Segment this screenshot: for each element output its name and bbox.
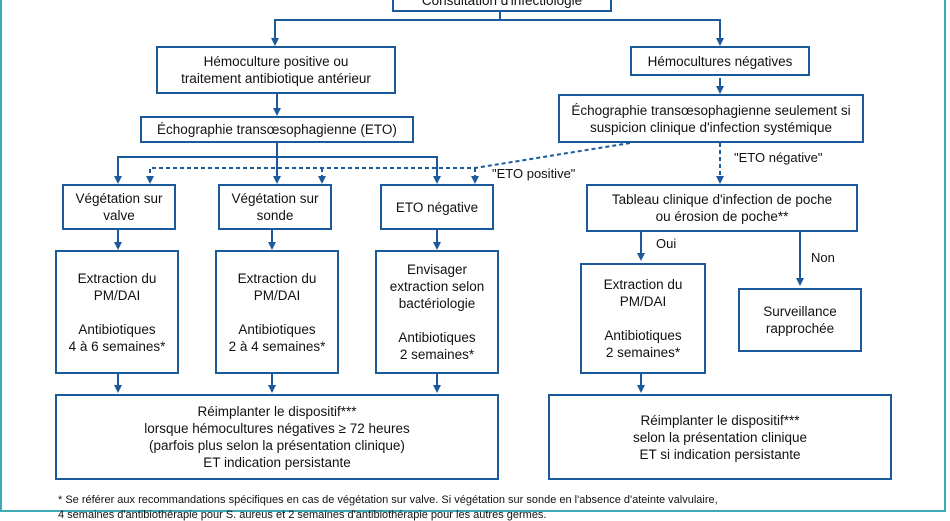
hemoculture-positive-label: Hémoculture positive ou traitement antib…: [181, 54, 371, 86]
footnote-line-1: * Se référer aux recommandations spécifi…: [58, 494, 718, 506]
reimplant-right-label: Réimplanter le dispositif*** selon la pr…: [632, 412, 808, 462]
extraction-poche-box: Extraction du PM/DAI Antibiotiques 2 sem…: [580, 263, 706, 374]
eto-negative-label: "ETO négative": [734, 150, 823, 165]
reimplant-left-label: Réimplanter le dispositif*** lorsque hém…: [144, 404, 410, 470]
hemocultures-negatives-label: Hémocultures négatives: [647, 53, 793, 69]
infection-poche-box: Tableau clinique d'infection de poche ou…: [586, 184, 858, 232]
eto-positive-label: "ETO positive": [492, 166, 576, 181]
consultation-box: Consultation d'infectiologie: [392, 0, 612, 12]
reimplant-right-box: Réimplanter le dispositif*** selon la pr…: [548, 394, 892, 480]
hemoculture-positive-box: Hémoculture positive ou traitement antib…: [156, 46, 396, 94]
eto-suspicion-box: Échographie transœsophagienne seulement …: [558, 94, 864, 143]
extraction-valve-box: Extraction du PM/DAI Antibiotiques 4 à 6…: [55, 250, 179, 374]
vegetation-sonde-box: Végétation sur sonde: [218, 184, 332, 230]
envisager-extraction-box: Envisager extraction selon bactériologie…: [375, 250, 499, 374]
extraction-valve-label: Extraction du PM/DAI Antibiotiques 4 à 6…: [68, 270, 166, 354]
surveillance-box: Surveillance rapprochée: [738, 288, 862, 352]
eto-negative-box: ETO négative: [380, 184, 494, 230]
non-label: Non: [811, 250, 835, 265]
hemocultures-negatives-box: Hémocultures négatives: [630, 46, 810, 76]
reimplant-left-box: Réimplanter le dispositif*** lorsque hém…: [55, 394, 499, 480]
extraction-sonde-label: Extraction du PM/DAI Antibiotiques 2 à 4…: [228, 270, 326, 354]
consultation-label: Consultation d'infectiologie: [421, 0, 583, 8]
eto-label: Échographie transœsophagienne (ETO): [157, 122, 397, 137]
vegetation-valve-label: Végétation sur valve: [75, 191, 163, 223]
extraction-poche-label: Extraction du PM/DAI Antibiotiques 2 sem…: [603, 277, 683, 360]
oui-label: Oui: [656, 236, 677, 251]
extraction-sonde-box: Extraction du PM/DAI Antibiotiques 2 à 4…: [215, 250, 339, 374]
outer-frame: [0, 0, 946, 512]
surveillance-label: Surveillance rapprochée: [763, 304, 837, 336]
eto-box: Échographie transœsophagienne (ETO): [140, 116, 414, 143]
eto-suspicion-label: Échographie transœsophagienne seulement …: [571, 102, 851, 135]
infection-poche-label: Tableau clinique d'infection de poche ou…: [611, 192, 833, 224]
envisager-extraction-label: Envisager extraction selon bactériologie…: [389, 262, 485, 362]
vegetation-valve-box: Végétation sur valve: [62, 184, 176, 230]
vegetation-sonde-label: Végétation sur sonde: [231, 191, 319, 223]
footnote-line-2: 4 semaines d'antibiothérapie pour S. aur…: [58, 509, 547, 521]
eto-negative-box-label: ETO négative: [395, 199, 479, 215]
